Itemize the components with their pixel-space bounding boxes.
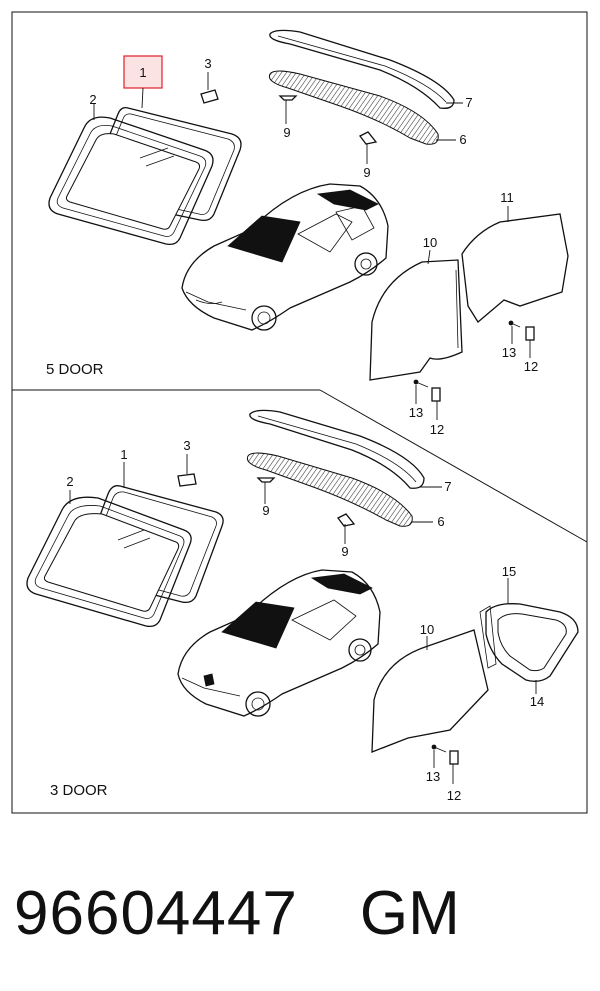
callout-10: 10 [423,235,437,250]
footer: 96604447 GM [14,868,594,958]
section-label-5-door: 5 DOOR [46,361,104,378]
leader-lines-3door [69,454,537,784]
callouts-3door: 3 1 2 7 9 6 9 15 10 14 13 12 [66,438,544,803]
clip-9a-3door [256,477,276,483]
callout-12: 12 [447,788,461,803]
clip-3door [177,473,197,487]
bolt-13-3door [431,744,447,753]
section-3-door: 3 1 2 7 9 6 9 15 10 14 13 12 3 DOOR [26,409,579,803]
callout-11: 11 [500,190,514,205]
bracket-12-3door [449,750,459,765]
callout-2: 2 [66,474,73,489]
bracket-12b-5door [431,387,441,402]
bolt-13b-5door [413,379,429,388]
spoiler-strip-7-5door [269,29,455,109]
molding-15-3door [479,605,497,669]
brand-label: GM [359,878,460,948]
callout-2: 2 [89,92,96,107]
callout-10: 10 [420,622,434,637]
callout-12b: 12 [430,422,444,437]
door-glass-10-3door [371,629,489,753]
callout-15: 15 [502,564,516,579]
bracket-12a-5door [525,326,535,341]
callout-13b: 13 [409,405,423,420]
bolt-13a-5door [508,320,521,328]
callout-1: 1 [139,65,146,80]
car-illustration-3door [177,569,381,717]
callout-7: 7 [444,479,451,494]
clip-9b-3door [337,513,356,527]
clip-9b-5door [359,131,378,145]
rear-glass-5door [88,106,242,222]
leader-lines-5door [93,72,531,420]
callouts-5door: 1 2 3 7 9 6 9 11 10 13 12 13 12 [89,56,538,437]
callout-14: 14 [530,694,544,709]
callout-12a: 12 [524,359,538,374]
callout-3: 3 [204,56,211,71]
section-5-door: 1 2 3 7 9 6 9 11 10 13 12 13 12 5 DOOR [46,29,569,437]
car-illustration-5door [181,183,389,331]
callout-6: 6 [459,132,466,147]
clip-5door [200,89,219,104]
clip-9a-5door [278,95,298,101]
window-molding-5door [48,116,214,246]
callout-7: 7 [465,95,472,110]
door-glass-11-5door [461,213,569,323]
spoiler-strip-7-3door [249,409,425,489]
quarter-glass-14-3door [485,603,579,682]
part-number: 96604447 [14,878,298,948]
callout-9a: 9 [262,503,269,518]
callout-6: 6 [437,514,444,529]
diagram-frame [11,11,588,814]
callout-13a: 13 [502,345,516,360]
callout-9b: 9 [341,544,348,559]
callout-3: 3 [183,438,190,453]
callout-9a: 9 [283,125,290,140]
spoiler-strip-6-3door [246,452,413,527]
callout-1: 1 [120,447,127,462]
callout-9b: 9 [363,165,370,180]
window-molding-3door [26,496,192,628]
rear-glass-3door [80,485,224,604]
section-label-3-door: 3 DOOR [50,782,108,799]
callout-13: 13 [426,769,440,784]
door-glass-10-5door [369,259,463,381]
spoiler-strip-6-5door [268,70,439,145]
